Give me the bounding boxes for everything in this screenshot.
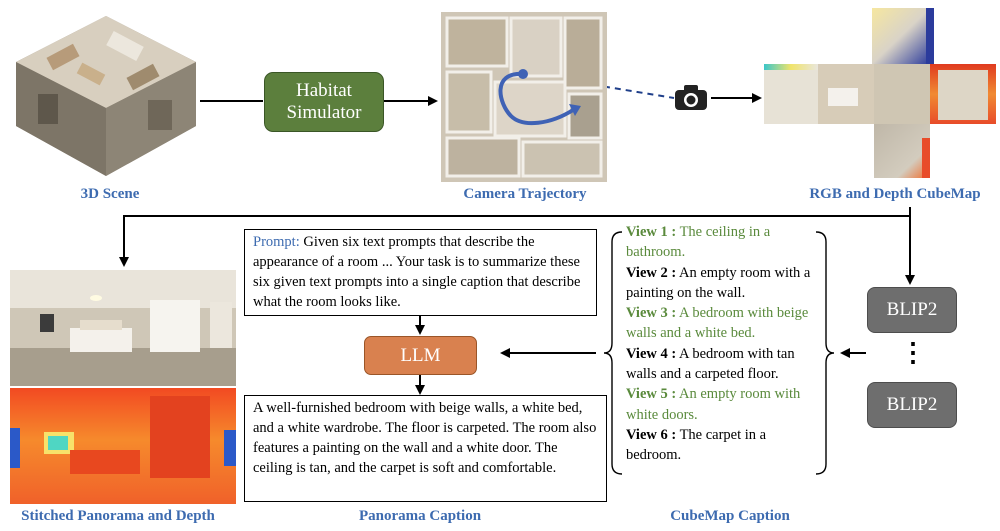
scene-caption: 3D Scene xyxy=(80,186,140,202)
trajectory-caption: Camera Trajectory xyxy=(463,186,587,202)
view-label: View 3 : xyxy=(626,305,677,322)
habitat-simulator-label: Habitat Simulator xyxy=(286,80,362,123)
cubemap-caption: RGB and Depth CubeMap xyxy=(809,186,981,202)
llm-label: LLM xyxy=(400,344,441,366)
view-text: A bedroom with tan walls and a carpeted … xyxy=(626,345,795,383)
view-item-2: View 2 : An empty room with a painting o… xyxy=(626,263,816,304)
view-item-5: View 5 : An empty room with white doors. xyxy=(626,384,816,425)
panorama-rgb-image xyxy=(10,270,236,386)
habitat-simulator-box: Habitat Simulator xyxy=(264,72,384,132)
brace-right xyxy=(815,231,835,475)
cubemap-caption-label: CubeMap Caption xyxy=(670,508,790,524)
llm-box: LLM xyxy=(364,336,477,375)
blip2-label-bottom: BLIP2 xyxy=(886,394,938,416)
prompt-label: Prompt: xyxy=(253,234,300,250)
camera-trajectory-image xyxy=(441,12,607,182)
view-label: View 2 : xyxy=(626,264,677,281)
brace-left xyxy=(603,231,623,475)
3d-scene-image xyxy=(8,8,204,184)
view-item-4: View 4 : A bedroom with tan walls and a … xyxy=(626,344,816,385)
camera-icon xyxy=(673,82,709,112)
view-text: A bedroom with beige walls and a white b… xyxy=(626,305,809,342)
prompt-text: Given six text prompts that describe the… xyxy=(253,234,581,310)
view-text: The carpet in a bedroom. xyxy=(626,426,767,464)
blip2-label-top: BLIP2 xyxy=(886,299,938,321)
view-item-6: View 6 : The carpet in a bedroom. xyxy=(626,425,816,466)
view-label: View 4 : xyxy=(626,345,677,362)
view-label: View 1 : xyxy=(626,224,677,240)
view-item-3: View 3 : A bedroom with beige walls and … xyxy=(626,303,816,344)
split-line-cubemap xyxy=(119,207,911,267)
blip2-box-top: BLIP2 xyxy=(867,287,957,333)
view-item-1: View 1 : The ceiling in a bathroom. xyxy=(626,222,816,263)
blip2-dots: ⋮ xyxy=(900,338,926,367)
cubemap-image xyxy=(762,8,998,180)
blip2-box-bottom: BLIP2 xyxy=(867,382,957,428)
view-text: The ceiling in a bathroom. xyxy=(626,224,771,261)
view-caption-list: View 1 : The ceiling in a bathroom.View … xyxy=(626,222,816,466)
panorama-depth-image xyxy=(10,388,236,504)
view-label: View 6 : xyxy=(626,426,677,443)
prompt-box: Prompt: Given six text prompts that desc… xyxy=(244,229,597,316)
panorama-caption-label: Panorama Caption xyxy=(358,508,482,524)
view-text: An empty room with white doors. xyxy=(626,386,801,423)
panorama-caption: Stitched Panorama and Depth xyxy=(21,508,215,524)
output-caption-box: A well-furnished bedroom with beige wall… xyxy=(244,395,607,502)
output-caption-text: A well-furnished bedroom with beige wall… xyxy=(253,400,597,476)
view-text: An empty room with a painting on the wal… xyxy=(626,264,811,301)
view-label: View 5 : xyxy=(626,386,677,403)
